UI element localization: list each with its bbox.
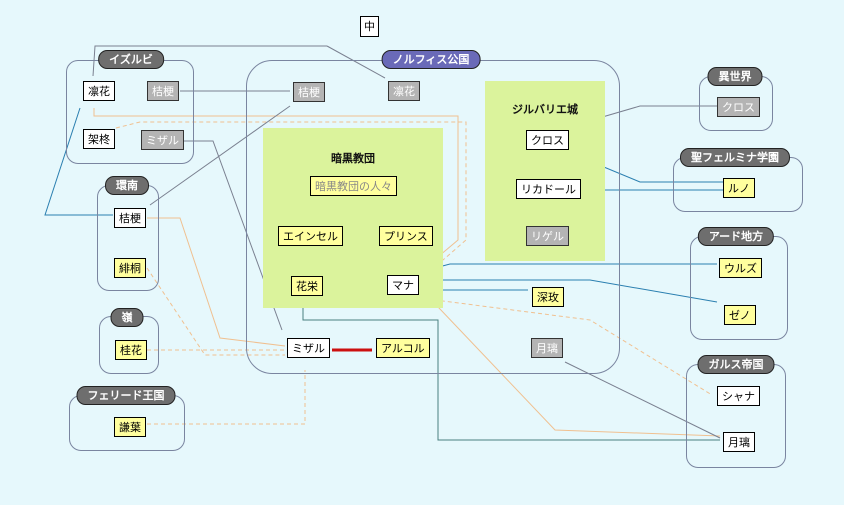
node-keika[interactable]: 桂花 bbox=[115, 340, 147, 360]
node-purinsu[interactable]: プリンス bbox=[379, 226, 433, 246]
link-norufisu-kikyou-kannan bbox=[149, 105, 291, 206]
group-label-ryou: 嶺 bbox=[110, 308, 144, 327]
link-kenyou-mizaru bbox=[147, 370, 306, 425]
node-norufisu-kikyou[interactable]: 桔梗 bbox=[293, 82, 325, 102]
node-rikadoru[interactable]: リカドール bbox=[516, 179, 581, 199]
node-arukoru[interactable]: アルコル bbox=[376, 338, 430, 358]
node-ankoku-people[interactable]: 暗黒教団の人々 bbox=[310, 176, 397, 196]
link-mana-geturi bbox=[419, 287, 721, 437]
node-uruzu[interactable]: ウルズ bbox=[719, 258, 762, 278]
node-kannan-kikyou[interactable]: 桔梗 bbox=[114, 208, 146, 228]
node-hidou[interactable]: 緋桐 bbox=[114, 258, 146, 278]
link-rinka-mana bbox=[93, 108, 459, 273]
node-top[interactable]: 中 bbox=[360, 16, 379, 37]
node-kaei[interactable]: 花栄 bbox=[291, 276, 323, 296]
link-mana-zeno bbox=[420, 279, 718, 303]
link-geturi-geturi bbox=[564, 361, 721, 439]
zone-label-ankoku: 暗黒教団 bbox=[331, 152, 375, 165]
node-izurubi-rinka[interactable]: 凛花 bbox=[83, 81, 115, 101]
node-rigeru[interactable]: リゲル bbox=[526, 226, 569, 246]
node-izurubi-mizaru[interactable]: ミザル bbox=[141, 130, 184, 150]
group-label-garusu: ガルス帝国 bbox=[697, 355, 775, 374]
group-label-norufisu: ノルフィス公国 bbox=[381, 50, 481, 69]
zone-label-jirubarie: ジルバリエ城 bbox=[512, 103, 578, 116]
group-label-izurubi: イズルビ bbox=[98, 50, 164, 69]
group-label-ado: アード地方 bbox=[697, 227, 775, 246]
node-mana[interactable]: マナ bbox=[387, 275, 419, 295]
link-top-rinka bbox=[92, 45, 327, 77]
node-kurosu[interactable]: クロス bbox=[526, 130, 569, 150]
node-mizaru[interactable]: ミザル bbox=[287, 338, 330, 358]
node-isekai-kurosu[interactable]: クロス bbox=[717, 97, 760, 117]
node-zeno[interactable]: ゼノ bbox=[724, 305, 756, 325]
node-shana[interactable]: シャナ bbox=[717, 386, 760, 406]
node-norufisu-geturi[interactable]: 月璃 bbox=[531, 338, 563, 358]
link-kikyou-mizaru bbox=[147, 217, 286, 347]
node-izurubi-kikyou[interactable]: 桔梗 bbox=[147, 81, 179, 101]
link-rinka-kannan-kikyou bbox=[44, 107, 113, 216]
group-label-seiferumina: 聖フェルミナ学園 bbox=[680, 148, 790, 167]
node-izurubi-kakou[interactable]: 架柊 bbox=[83, 129, 115, 149]
link-top-norufisu-rinka bbox=[326, 45, 386, 79]
node-runo[interactable]: ルノ bbox=[723, 178, 755, 198]
node-shinmei[interactable]: 深玫 bbox=[532, 287, 564, 307]
group-label-ferido: フェリード王国 bbox=[76, 386, 176, 405]
node-einseru[interactable]: エインセル bbox=[278, 226, 343, 246]
node-norufisu-rinka[interactable]: 凛花 bbox=[388, 81, 420, 101]
link-kaei-geturi bbox=[302, 297, 720, 441]
group-label-kannan: 環南 bbox=[105, 176, 149, 195]
node-kenyou[interactable]: 謙葉 bbox=[114, 417, 146, 437]
link-kakou-mana bbox=[115, 121, 467, 281]
node-geturi[interactable]: 月璃 bbox=[723, 432, 755, 452]
group-label-isekai: 異世界 bbox=[707, 67, 763, 86]
link-mana-shana bbox=[419, 297, 713, 396]
